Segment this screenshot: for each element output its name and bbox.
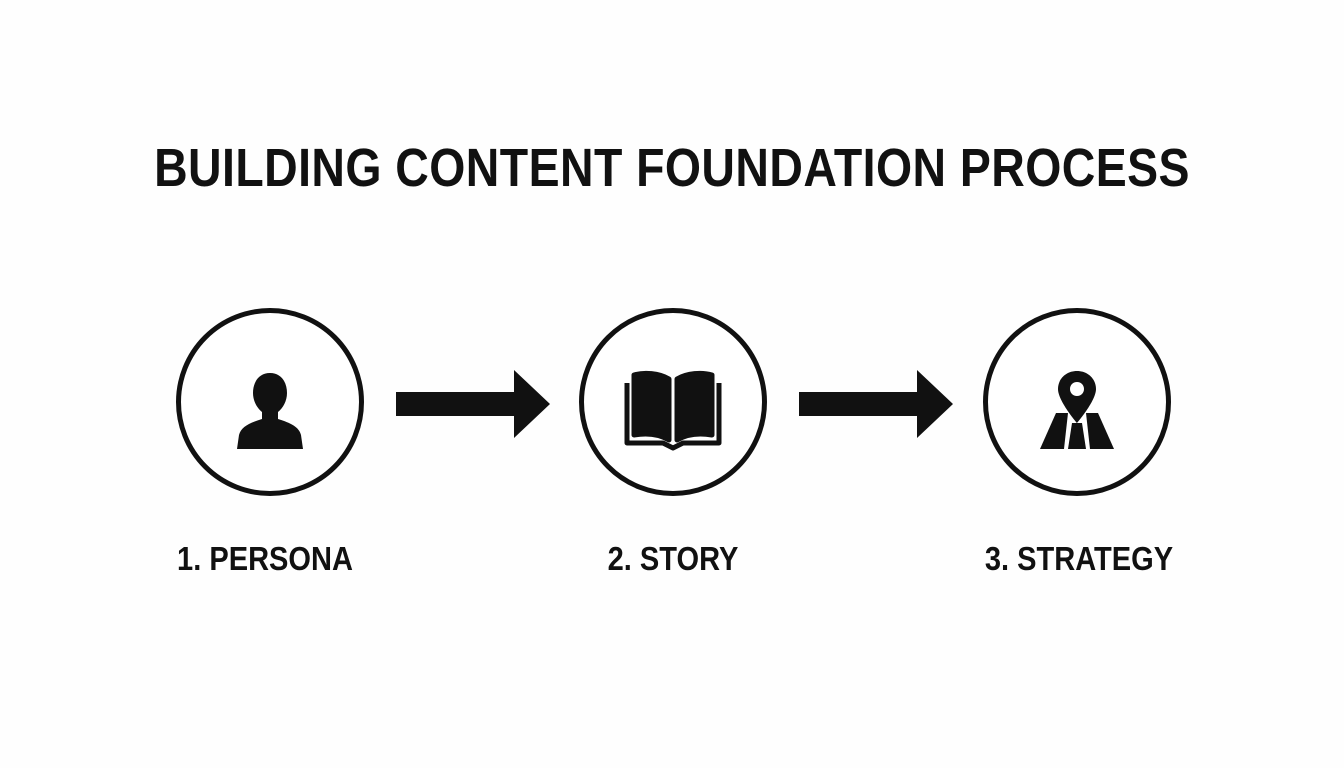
open-book-icon: [624, 370, 722, 451]
step-label-story: 2. STORY: [607, 540, 739, 577]
step-circle-persona: [176, 308, 364, 496]
step-label-strategy: 3. STRATEGY: [984, 540, 1174, 577]
step-circle-story: [579, 308, 767, 496]
step-label-persona: 1. PERSONA: [177, 540, 353, 577]
step-circle-strategy: [983, 308, 1171, 496]
arrow-right-icon: [396, 370, 550, 438]
person-icon: [237, 373, 303, 449]
map-pin-icon: [1040, 371, 1114, 449]
diagram-title: BUILDING CONTENT FOUNDATION PROCESS: [154, 138, 1190, 198]
arrow-right-icon: [799, 370, 953, 438]
